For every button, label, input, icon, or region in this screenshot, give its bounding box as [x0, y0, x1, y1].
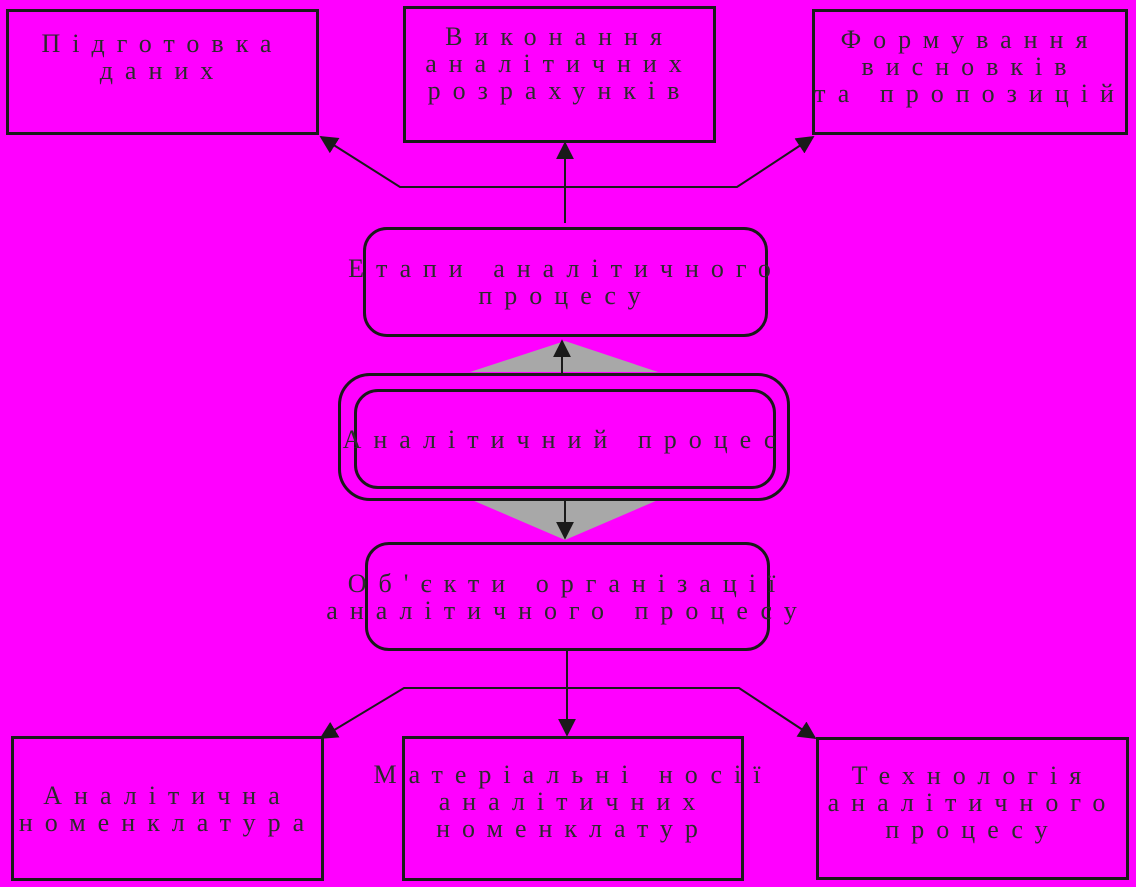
technology-box: Технологія аналітичного процесу: [816, 737, 1129, 880]
box-line: Аналітичний процес: [342, 424, 788, 454]
arrow-to-data-preparation: [319, 136, 566, 223]
upper-grey-connector: [470, 341, 658, 372]
arrow-to-nomenclature: [319, 650, 568, 739]
box-line: та пропозицій: [814, 79, 1126, 108]
material-carriers-box: Матеріальні носії аналітичних номенклату…: [374, 736, 760, 881]
stages-box: Етапи аналітичного процесу: [348, 227, 771, 337]
box-line: аналітичних: [425, 49, 694, 78]
objects-box: Об'єкти організації аналітичного процесу: [326, 542, 797, 651]
nomenclature-box: Аналітична номенклатура: [11, 736, 324, 881]
arrow-to-conclusions: [565, 136, 815, 188]
box-line: Етапи аналітичного: [348, 254, 783, 283]
box-line: Технологія: [851, 761, 1094, 790]
box-line: Об'єкти організації: [347, 568, 788, 598]
calculations-box: Виконання аналітичних розрахунків: [403, 6, 716, 143]
process-outer-ring: [338, 373, 790, 501]
box-line: номенклатур: [436, 814, 710, 843]
arrow-to-technology: [567, 687, 817, 739]
box-line: процесу: [885, 815, 1060, 844]
box-line: даних: [99, 56, 226, 85]
box-line: аналітичного: [827, 788, 1118, 817]
box-line: Підготовка: [41, 29, 284, 58]
box-line: Формування: [840, 25, 1100, 54]
box-line: номенклатура: [18, 807, 317, 837]
box-line: Матеріальні носії: [373, 760, 773, 789]
box-line: Виконання: [445, 22, 674, 51]
box-line: Аналітична: [43, 780, 292, 810]
box-line: розрахунків: [427, 76, 692, 105]
box-line: висновків: [861, 52, 1079, 81]
conclusions-box: Формування висновків та пропозицій: [812, 9, 1128, 135]
data-preparation-box: Підготовка даних: [6, 9, 319, 135]
box-line: аналітичного процесу: [326, 595, 809, 625]
analytical-process-box: Аналітичний процес: [343, 389, 776, 489]
box-line: процесу: [478, 281, 653, 310]
box-line: аналітичних: [438, 787, 708, 816]
